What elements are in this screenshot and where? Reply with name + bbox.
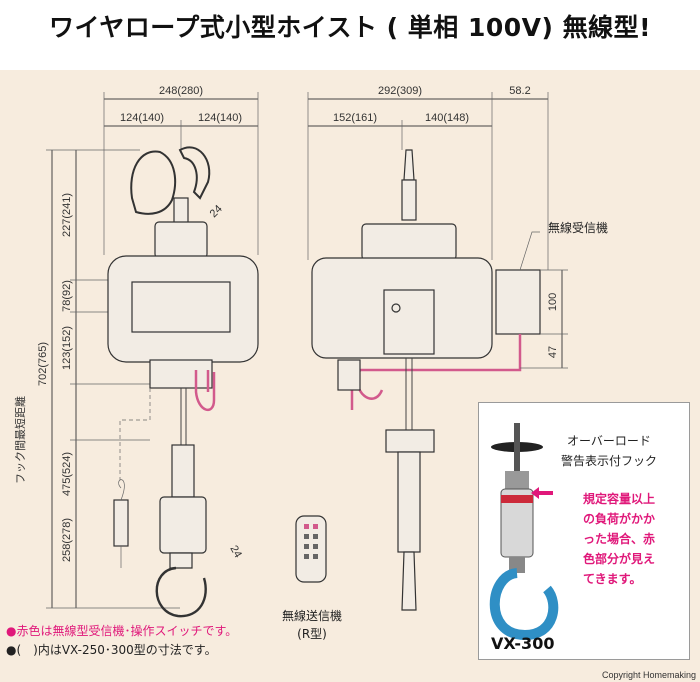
dim-recv-47: 47	[547, 346, 559, 358]
dim-140: 140(148)	[425, 112, 469, 124]
dim-124-left: 124(140)	[120, 112, 164, 124]
overload-hook-inset: オーバーロード 警告表示付フック 規定容量以上 の負荷がかか った場合、赤 色部…	[478, 402, 690, 660]
label-transmitter-type: (R型)	[297, 627, 327, 641]
label-receiver: 無線受信機	[548, 220, 608, 235]
side-receiver-box	[495, 269, 541, 335]
front-hoist-drawing: 24 24	[107, 146, 259, 618]
front-vertical-dimensions: 702(765) 227(241) 78(92) 123(152) 475(52…	[13, 149, 180, 609]
dim-hook-24-bottom: 24	[227, 544, 244, 561]
dim-58: 58.2	[509, 85, 530, 97]
inset-warning-4: 色部分が見え	[583, 551, 655, 566]
dim-248: 248(280)	[159, 85, 203, 97]
inset-title-line1: オーバーロード	[567, 434, 651, 448]
dim-recv-100: 100	[547, 293, 559, 311]
dim-702: 702(765)	[37, 342, 49, 386]
dim-258: 258(278)	[61, 518, 73, 562]
label-transmitter: 無線送信機	[282, 608, 342, 623]
inset-warning-3: った場合、赤	[583, 531, 655, 546]
note-red: ●赤色は無線型受信機･操作スイッチです。	[6, 624, 238, 638]
note-parentheses: ●( )内はVX-250･300型の寸法です。	[6, 643, 217, 657]
inset-warning-2: の負荷がかか	[583, 511, 655, 526]
dim-124-right: 124(140)	[198, 112, 242, 124]
overload-hook-drawing: オーバーロード 警告表示付フック 規定容量以上 の負荷がかか った場合、赤 色部…	[489, 423, 657, 653]
label-hook-distance: フック間最短距離	[13, 396, 27, 484]
inset-warning-1: 規定容量以上	[583, 491, 655, 506]
copyright: Copyright Homemaking	[601, 670, 696, 680]
inset-warning-5: てきます。	[583, 572, 641, 586]
dim-78: 78(92)	[61, 280, 73, 312]
dim-292: 292(309)	[378, 85, 422, 97]
notes: ●赤色は無線型受信機･操作スイッチです。 ●( )内はVX-250･300型の寸…	[6, 622, 237, 660]
inset-model: VX-300	[491, 634, 554, 653]
inset-title-line2: 警告表示付フック	[561, 453, 657, 468]
dim-227: 227(241)	[61, 193, 73, 237]
dim-hook-24-top: 24	[208, 203, 225, 220]
page-title: ワイヤロープ式小型ホイスト ( 単相 100V) 無線型!	[48, 13, 652, 42]
side-top-dimensions: 292(309) 58.2 152(161) 140(148)	[307, 85, 549, 270]
dim-475: 475(524)	[61, 452, 73, 496]
dim-123: 123(152)	[61, 326, 73, 370]
transmitter-drawing	[295, 515, 327, 583]
front-top-dimensions: 248(280) 124(140) 124(140)	[103, 85, 259, 255]
dim-152: 152(161)	[333, 112, 377, 124]
side-hoist-drawing	[311, 149, 541, 611]
